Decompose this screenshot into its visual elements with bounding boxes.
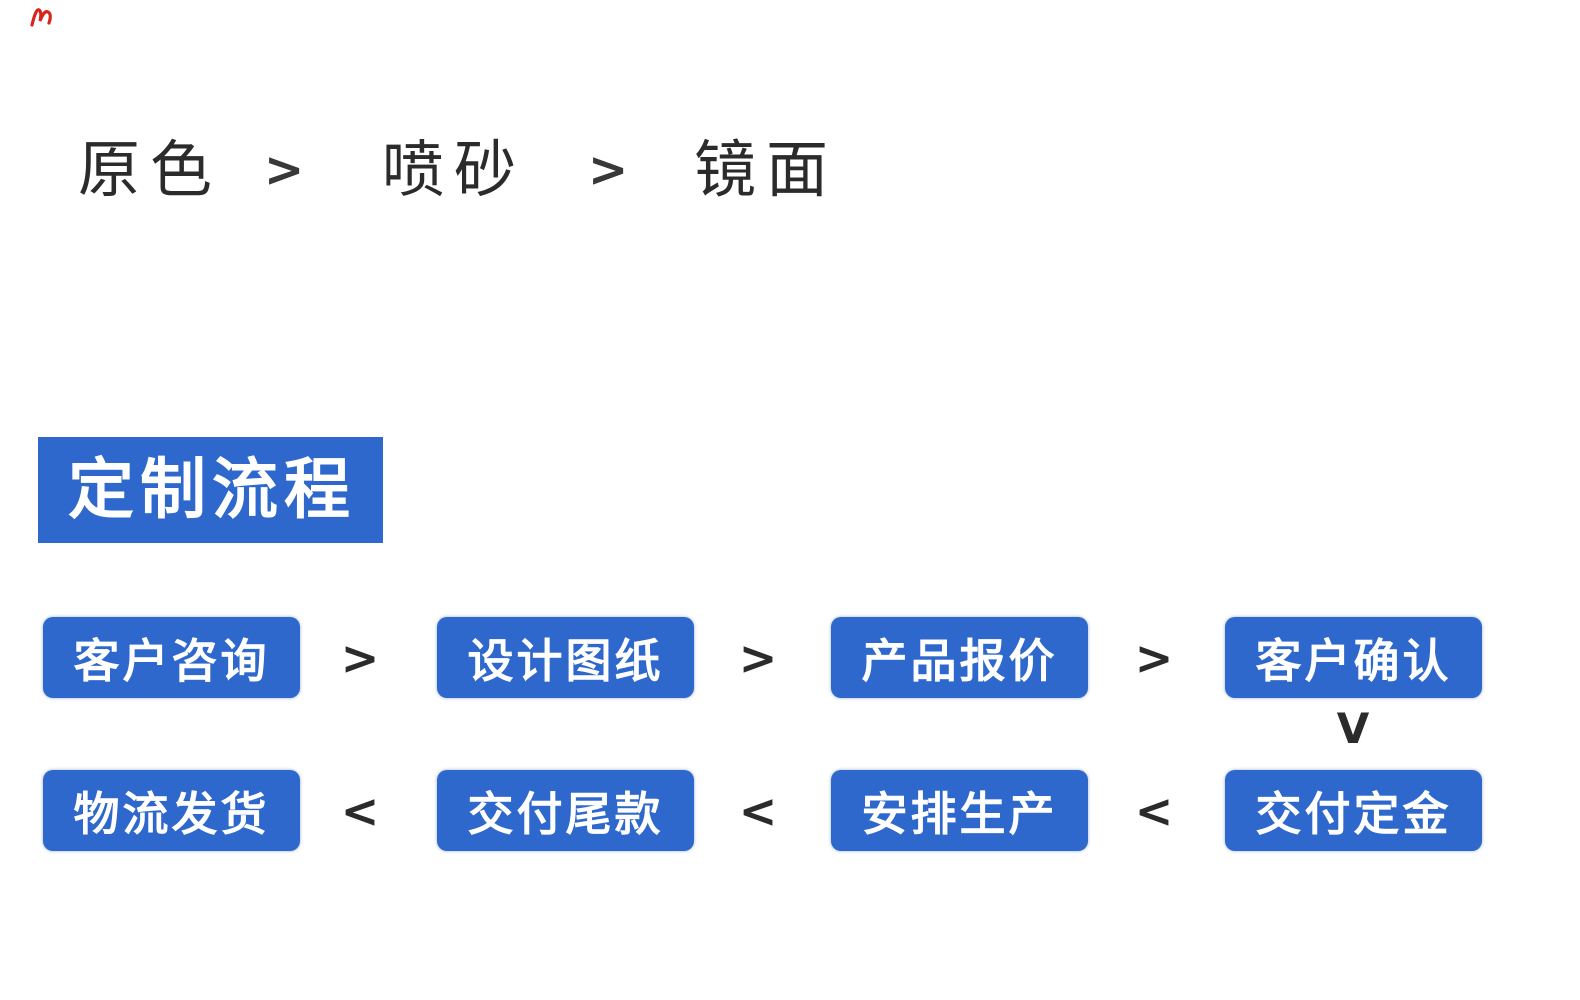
flow-step-arrange-production: 安排生产 bbox=[831, 770, 1088, 851]
flow-step-label: 设计图纸 bbox=[467, 633, 664, 688]
flow-step-design-drawing: 设计图纸 bbox=[437, 617, 694, 698]
chevron-right-icon: > bbox=[738, 631, 778, 685]
flow-step-label: 交付定金 bbox=[1255, 786, 1452, 841]
red-scribble-mark bbox=[30, 8, 52, 27]
chevron-left-icon: < bbox=[738, 784, 778, 838]
flow-step-pay-deposit: 交付定金 bbox=[1225, 770, 1482, 851]
flow-step-label: 产品报价 bbox=[861, 633, 1058, 688]
flow-step-label: 客户确认 bbox=[1255, 633, 1452, 688]
flow-step-label: 安排生产 bbox=[861, 786, 1058, 841]
finish-option-mirror: 镜面 bbox=[694, 133, 839, 206]
flow-step-logistics-delivery: 物流发货 bbox=[43, 770, 300, 851]
chevron-left-icon: < bbox=[1134, 784, 1174, 838]
flow-step-label: 物流发货 bbox=[73, 786, 270, 841]
flow-step-product-quotation: 产品报价 bbox=[831, 617, 1088, 698]
chevron-right-icon: > bbox=[264, 142, 305, 198]
flow-step-customer-inquiry: 客户咨询 bbox=[43, 617, 300, 698]
chevron-right-icon: > bbox=[1134, 631, 1174, 685]
flow-step-customer-confirmation: 客户确认 bbox=[1225, 617, 1482, 698]
down-connector-icon: V bbox=[1336, 704, 1370, 753]
section-title: 定制流程 bbox=[68, 451, 356, 528]
chevron-left-icon: < bbox=[340, 784, 380, 838]
chevron-right-icon: > bbox=[588, 142, 629, 198]
flow-step-pay-balance: 交付尾款 bbox=[437, 770, 694, 851]
chevron-right-icon: > bbox=[340, 631, 380, 685]
flow-step-label: 交付尾款 bbox=[467, 786, 664, 841]
finish-option-sandblast: 喷砂 bbox=[382, 133, 527, 206]
section-banner: 定制流程 bbox=[38, 437, 383, 543]
finish-option-primary-color: 原色 bbox=[78, 133, 223, 206]
flow-step-label: 客户咨询 bbox=[73, 633, 270, 688]
